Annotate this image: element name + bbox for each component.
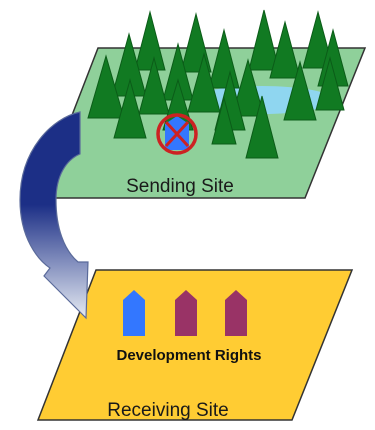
tree-12	[187, 52, 221, 113]
transfer-arrow	[19, 111, 89, 320]
development-right-house-3	[225, 290, 247, 336]
tree-4	[302, 10, 334, 69]
tree-7	[208, 28, 240, 89]
tree-20	[211, 96, 237, 145]
tree-16	[113, 78, 147, 139]
tree-1	[134, 10, 166, 71]
tree-14	[283, 60, 317, 121]
sending-site-label: Sending Site	[126, 176, 234, 197]
development-rights-houses	[123, 290, 247, 336]
development-rights-label: Development Rights	[116, 347, 261, 364]
tree-19	[245, 95, 279, 159]
no-symbol-circle	[156, 113, 198, 155]
development-right-house-1	[123, 290, 145, 336]
receiving-site-plane	[36, 269, 354, 421]
removed-house	[156, 113, 198, 155]
tree-3	[248, 9, 280, 71]
tree-8	[269, 20, 301, 79]
tree-10	[87, 54, 125, 119]
tree-15	[315, 56, 345, 111]
tree-11	[138, 56, 170, 115]
forest	[87, 9, 349, 159]
receiving-site-label: Receiving Site	[107, 400, 228, 421]
development-right-house-2	[175, 290, 197, 336]
no-symbol-slash-b	[164, 120, 190, 148]
tree-13	[231, 58, 265, 117]
